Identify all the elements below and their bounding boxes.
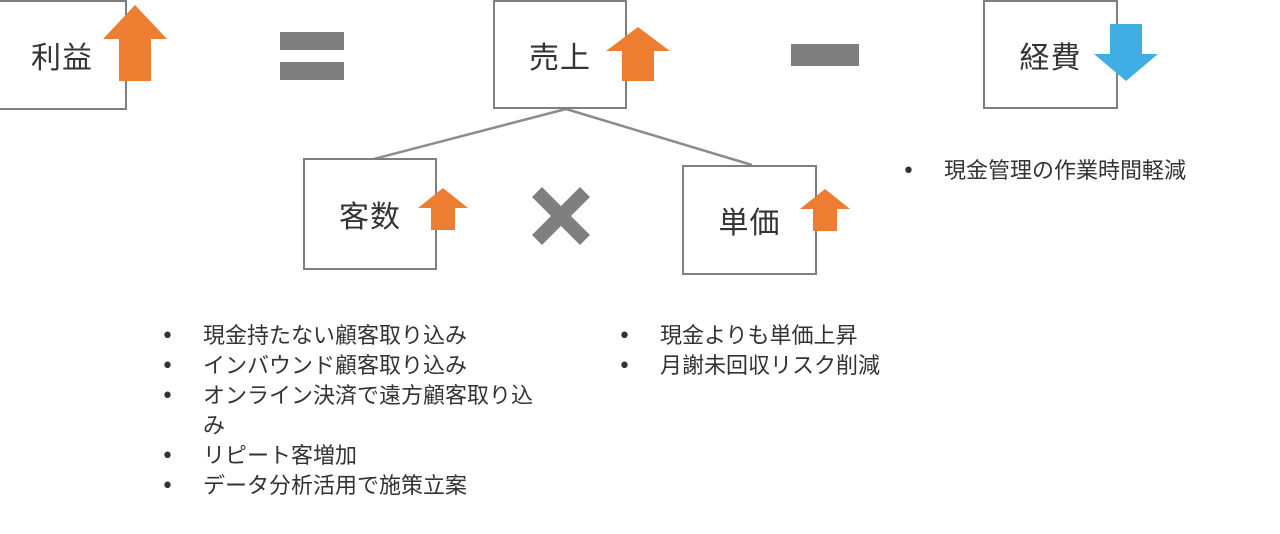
unit-price-up-arrow-icon <box>800 189 850 231</box>
customers-label: 客数 <box>339 200 401 235</box>
sales-up-arrow-icon <box>606 27 670 81</box>
connector-sales-to-unit-price <box>565 107 753 167</box>
customers-up-arrow-icon <box>418 188 468 230</box>
customer-bullet-list: 現金持たない顧客取り込み インバウンド顧客取り込み オンライン決済で遠方顧客取り… <box>155 322 535 502</box>
list-item: データ分析活用で施策立案 <box>155 472 535 502</box>
equals-operator-icon <box>280 32 344 80</box>
list-item: 月謝未回収リスク削減 <box>612 352 972 382</box>
minus-operator-icon <box>791 44 859 66</box>
unit-price-label: 単価 <box>718 206 781 241</box>
connector-sales-to-customers <box>369 107 567 162</box>
list-item: 現金よりも単価上昇 <box>612 322 972 352</box>
list-item: オンライン決済で遠方顧客取り込み <box>155 382 535 442</box>
list-item: 現金管理の作業時間軽減 <box>896 157 1256 187</box>
expense-bullet-list: 現金管理の作業時間軽減 <box>896 157 1256 187</box>
sales-label: 売上 <box>529 40 591 76</box>
unit-price-bullet-list: 現金よりも単価上昇 月謝未回収リスク削減 <box>612 322 972 382</box>
times-operator-icon <box>532 187 590 245</box>
profit-up-arrow-icon <box>103 5 167 81</box>
list-item: 現金持たない顧客取り込み <box>155 322 535 352</box>
list-item: リピート客増加 <box>155 442 535 472</box>
profit-label: 利益 <box>31 41 93 76</box>
list-item: インバウンド顧客取り込み <box>155 352 535 382</box>
expense-label: 経費 <box>1019 40 1082 76</box>
unit-price-box: 単価 <box>682 165 817 275</box>
expense-down-arrow-icon <box>1094 24 1158 81</box>
customers-box: 客数 <box>303 158 437 270</box>
